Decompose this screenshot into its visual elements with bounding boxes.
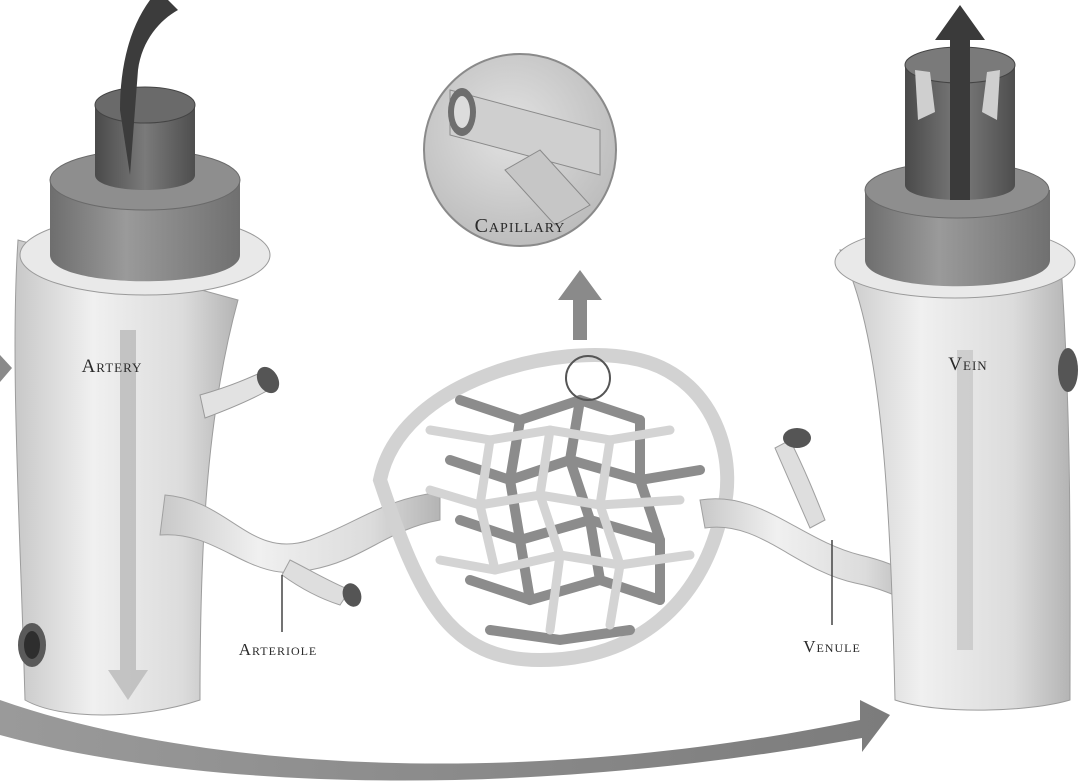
artery bbox=[15, 0, 284, 715]
capillary-label: Capillary bbox=[475, 215, 566, 237]
venule-label: Venule bbox=[803, 637, 861, 656]
magnify-arrow bbox=[558, 270, 602, 340]
capillary-magnified-view: Capillary bbox=[424, 54, 616, 246]
arteriole-label: Arteriole bbox=[239, 640, 318, 659]
artery-label: Artery bbox=[82, 356, 143, 377]
left-flow-arrow bbox=[0, 355, 12, 382]
vein-label: Vein bbox=[948, 354, 987, 375]
